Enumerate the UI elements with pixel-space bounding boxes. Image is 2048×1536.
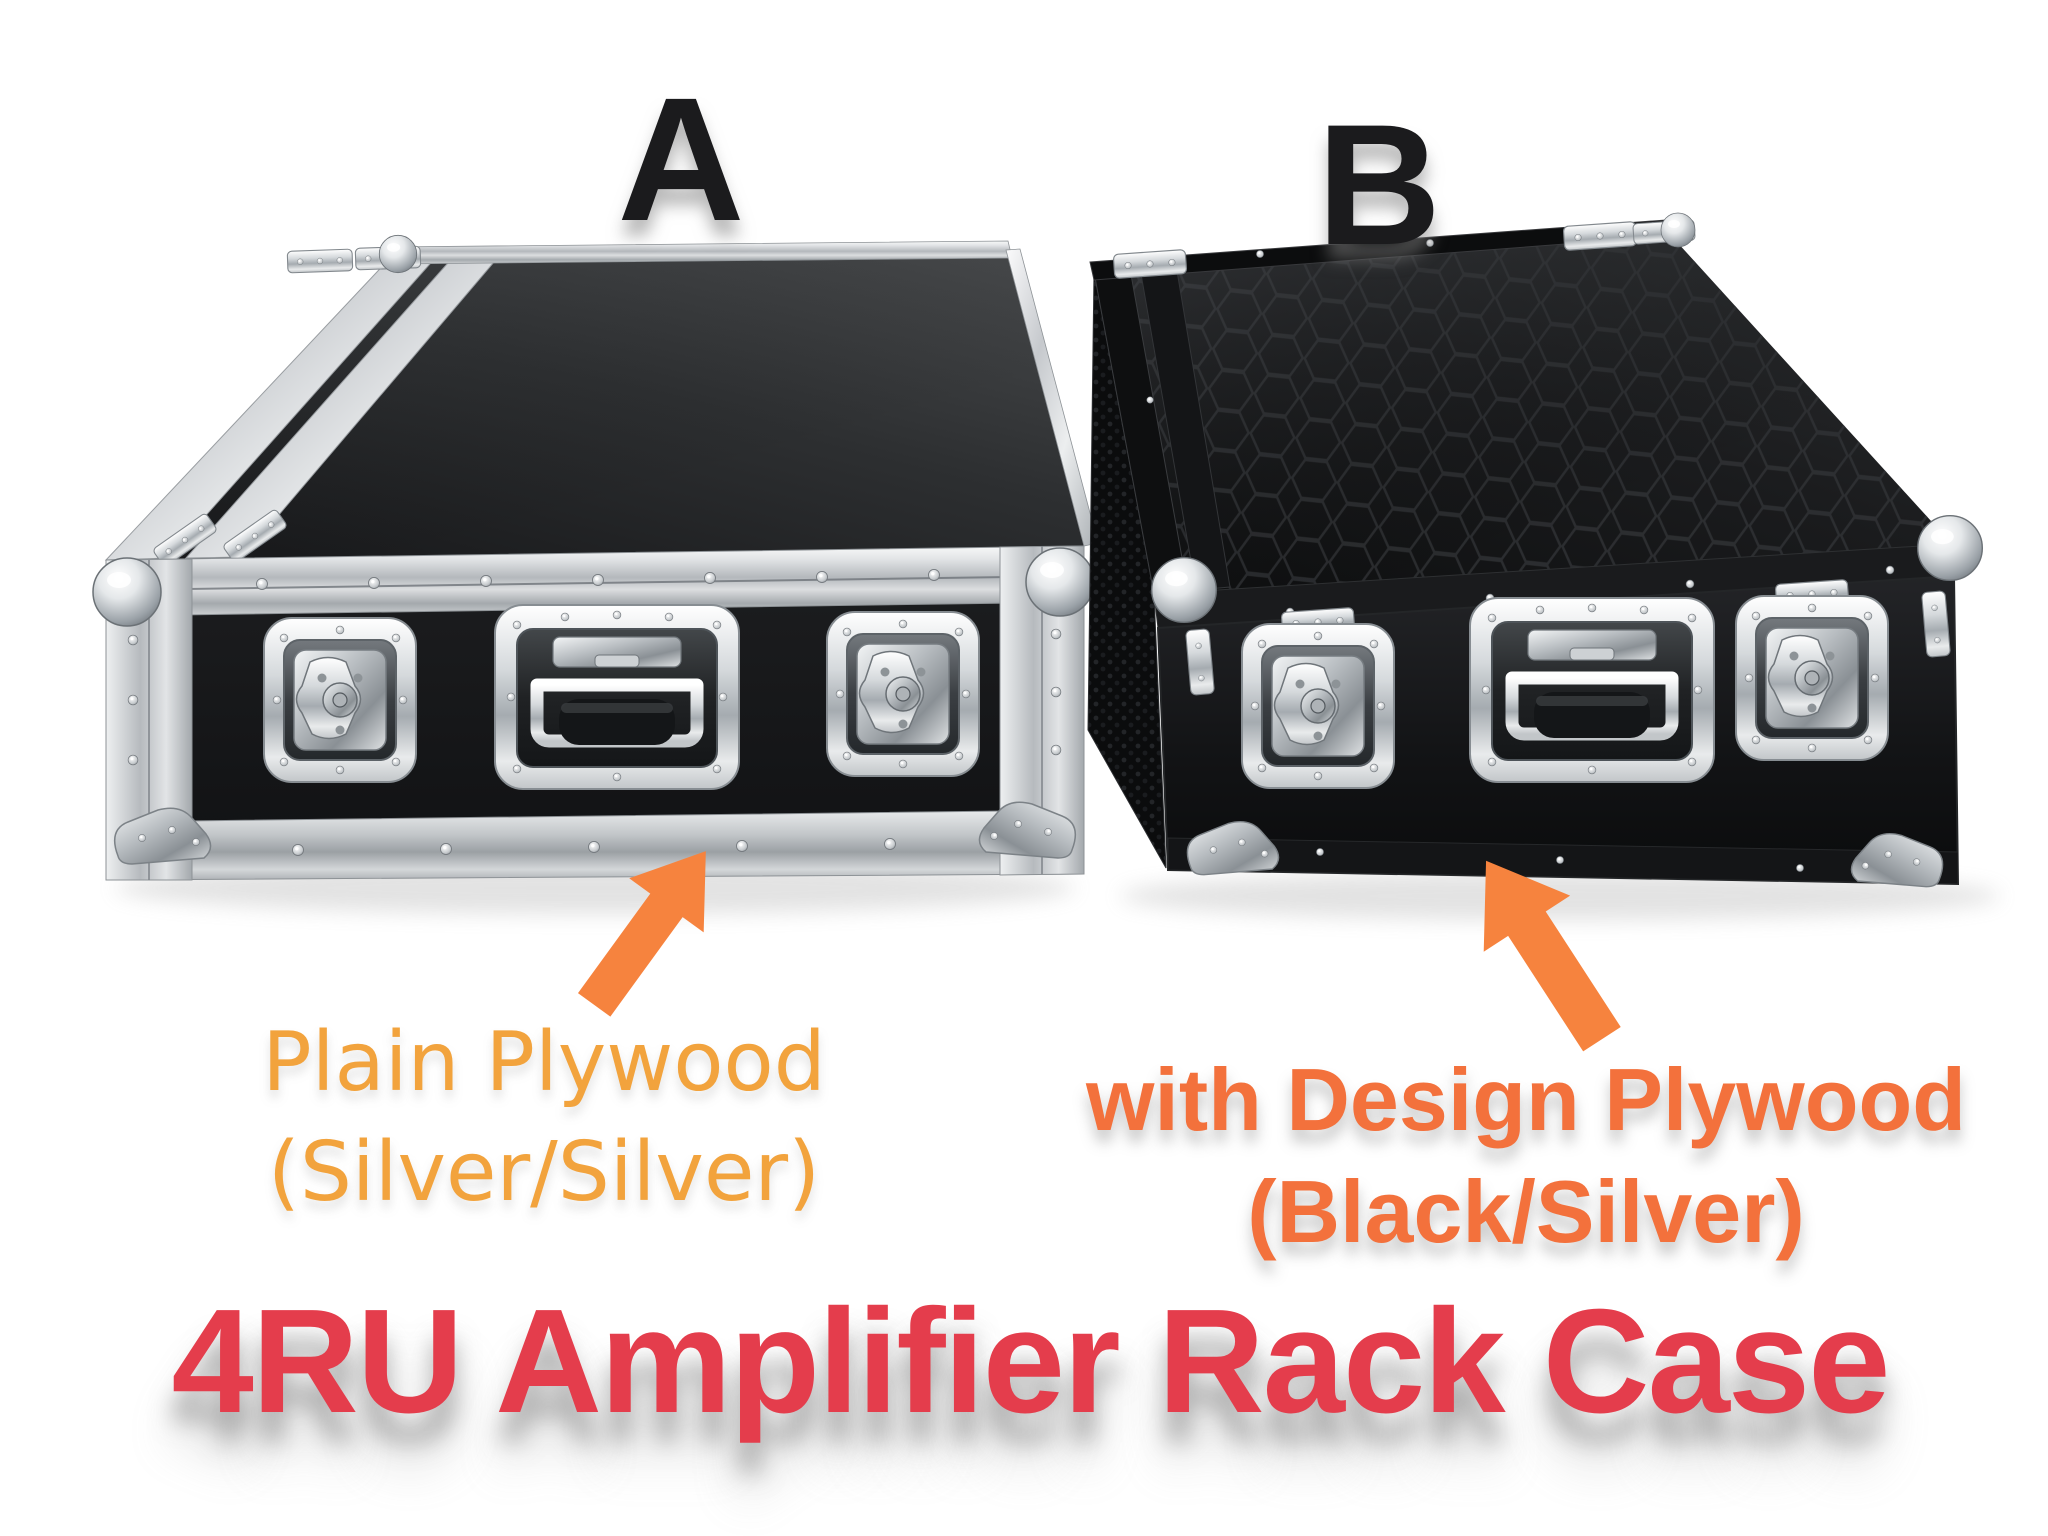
caption-case-b: with Design Plywood (Black/Silver) xyxy=(1086,1044,1966,1268)
case-a-handle xyxy=(495,605,739,789)
caption-case-b-line2: (Black/Silver) xyxy=(1247,1162,1805,1261)
case-a-photo xyxy=(92,234,1099,914)
arrow-up-right-icon xyxy=(577,851,706,1017)
arrow-up-left-icon xyxy=(1483,860,1621,1052)
case-b-ball-corner-right xyxy=(1916,514,1984,582)
case-b-latch-left xyxy=(1242,624,1394,788)
label-case-a: A xyxy=(617,62,745,258)
caption-case-a-line1: Plain Plywood xyxy=(262,1015,826,1110)
case-b-handle xyxy=(1470,598,1714,782)
product-title: 4RU Amplifier Rack Case xyxy=(171,1279,1891,1444)
caption-case-b-line1: with Design Plywood xyxy=(1085,1050,1967,1149)
label-case-b: B xyxy=(1316,89,1442,281)
caption-case-a-line2: (Silver/Silver) xyxy=(267,1125,821,1220)
caption-case-a: Plain Plywood (Silver/Silver) xyxy=(262,1008,826,1228)
case-a-ball-corner-left xyxy=(92,557,162,627)
case-b-photo xyxy=(1087,212,2000,920)
case-a-latch-left xyxy=(264,618,416,782)
case-a-latch-right xyxy=(827,612,979,776)
case-b-latch-right xyxy=(1736,596,1888,760)
case-a-ball-corner-right xyxy=(1025,547,1095,617)
case-b-ball-corner-left xyxy=(1150,556,1218,624)
